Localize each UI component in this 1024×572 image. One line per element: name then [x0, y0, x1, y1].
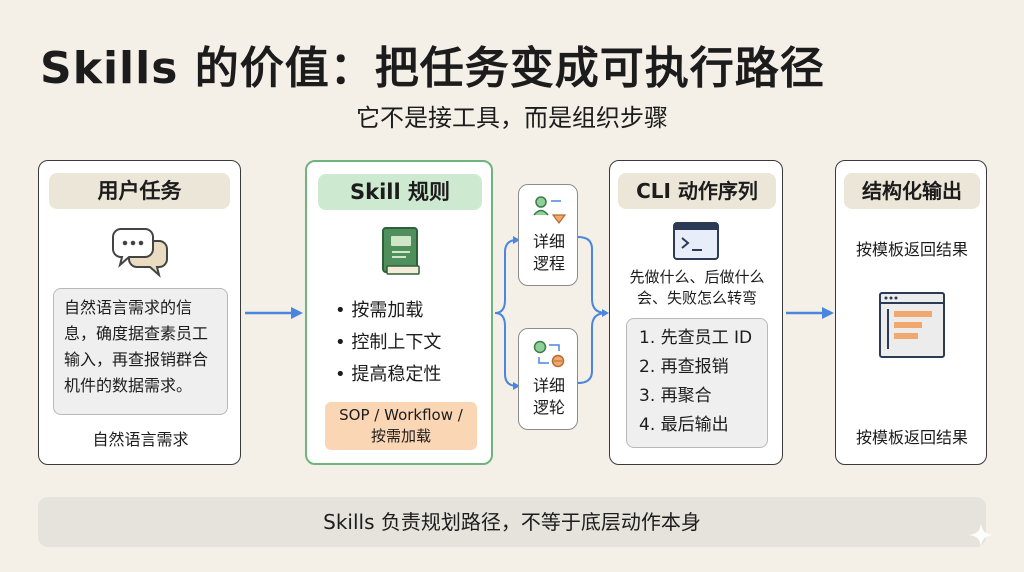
logic-card-top: 详细逻程 — [518, 184, 578, 286]
skill-rules-card: Skill 规则 • 按需加载 • 控制上下文 • 提高稳定性 SOP / Wo… — [305, 160, 493, 465]
structured-output-header: 结构化输出 — [844, 173, 980, 209]
template-document-icon — [879, 292, 945, 358]
sparkle-icon — [969, 523, 993, 547]
branch-connector-left — [494, 236, 520, 390]
cli-step-1: 1. 先查员工 ID — [639, 328, 753, 348]
cli-step-4: 4. 最后输出 — [639, 415, 729, 435]
logic-card-bottom: 详细逻轮 — [518, 328, 578, 430]
cli-sequence-header: CLI 动作序列 — [618, 173, 776, 209]
cli-step-3: 3. 再聚合 — [639, 386, 712, 406]
user-task-header: 用户任务 — [49, 173, 230, 209]
skill-bullet-1: • 按需加载 — [335, 300, 424, 321]
arrow-right-1 — [245, 307, 303, 319]
arrow-right-2 — [786, 307, 834, 319]
cycle-icon — [533, 340, 565, 368]
structured-output-card: 结构化输出 按模板返回结果 按模板返回结果 — [835, 160, 987, 465]
skill-bullet-2: • 控制上下文 — [335, 332, 442, 353]
user-task-footer: 自然语言需求 — [92, 430, 189, 449]
cli-step-2: 2. 再查报销 — [639, 357, 729, 377]
merge-connector-right — [577, 236, 609, 384]
structured-output-bottom-label: 按模板返回结果 — [855, 428, 968, 447]
terminal-icon — [673, 222, 719, 260]
footer-summary: Skills 负责规划路径，不等于底层动作本身 — [38, 497, 986, 547]
person-flow-icon — [533, 196, 567, 224]
cli-sequence-description: 先做什么、后做什么会、失败怎么转弯 — [629, 268, 765, 307]
user-task-card: 用户任务 自然语言需求的信息，确度据查素员工输入，再查报销群合机件的数据需求。 … — [38, 160, 241, 465]
logic-bottom-label: 详细逻轮 — [533, 376, 566, 417]
chat-bubbles-icon — [112, 228, 168, 278]
skill-rules-header: Skill 规则 — [318, 174, 482, 210]
page-title: Skills 的价值：把任务变成可执行路径 — [40, 43, 825, 94]
logic-top-label: 详细逻程 — [533, 232, 566, 273]
structured-output-top-label: 按模板返回结果 — [855, 240, 968, 259]
cli-sequence-card: CLI 动作序列 先做什么、后做什么会、失败怎么转弯 1. 先查员工 ID 2.… — [609, 160, 783, 465]
skill-rules-tag: SOP / Workflow / 按需加载 — [325, 402, 477, 450]
skill-rules-bullets: • 按需加载 • 控制上下文 • 提高稳定性 — [335, 295, 485, 391]
user-task-description: 自然语言需求的信息，确度据查素员工输入，再查报销群合机件的数据需求。 — [53, 288, 228, 415]
cli-steps-box: 1. 先查员工 ID 2. 再查报销 3. 再聚合 4. 最后输出 — [626, 318, 768, 448]
skill-bullet-3: • 提高稳定性 — [335, 364, 442, 385]
book-icon — [382, 227, 420, 275]
page-subtitle: 它不是接工具，而是组织步骤 — [356, 104, 668, 132]
